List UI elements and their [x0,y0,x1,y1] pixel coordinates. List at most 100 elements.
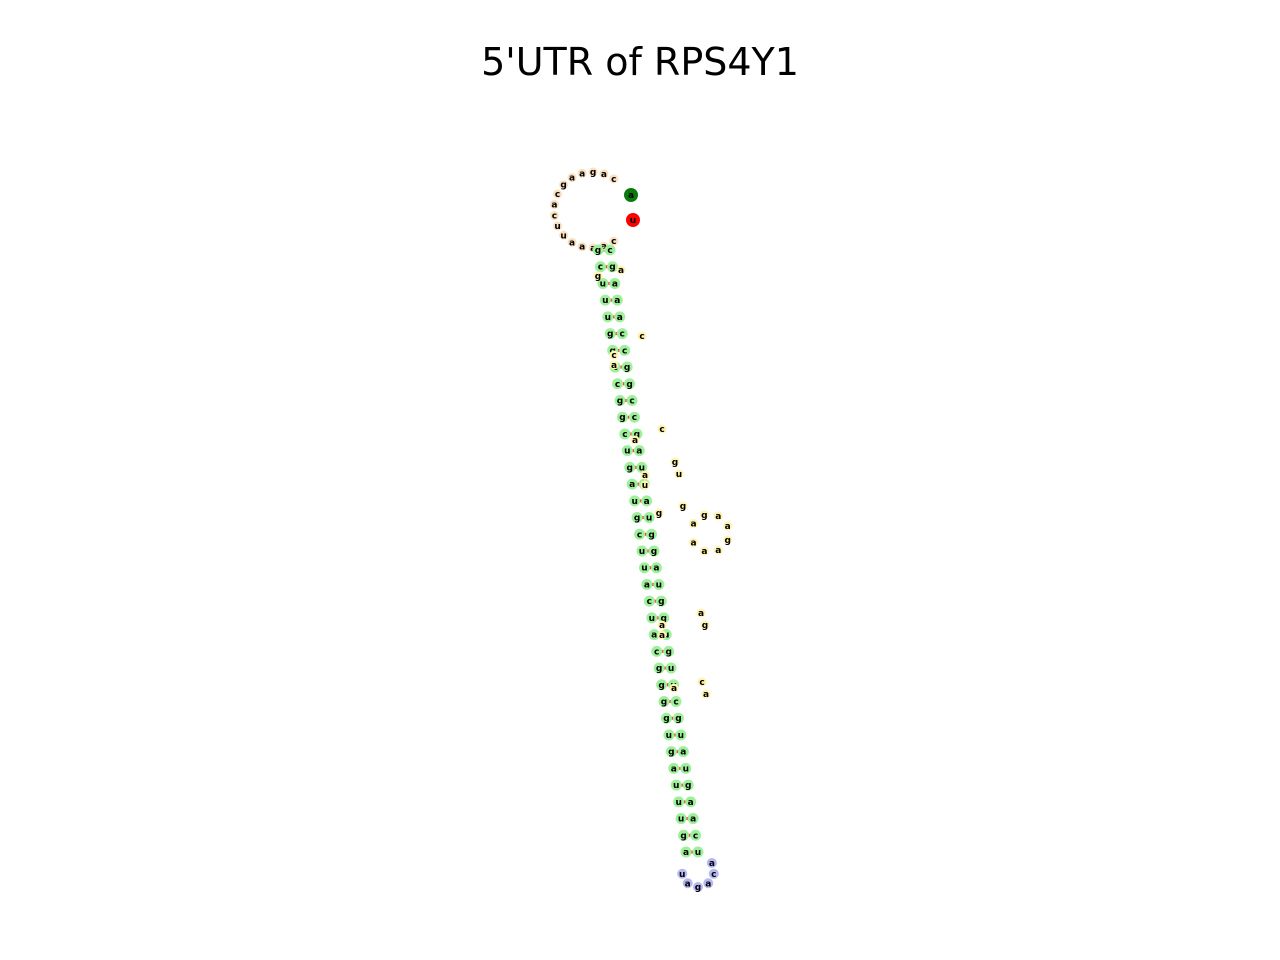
interior-loop-base: g [670,457,680,468]
interior-loop-base-dot [616,265,626,275]
exterior-loop-base-label: a [569,174,575,184]
interior-loop-base-dot [640,470,650,480]
interior-loop-base: a [616,265,626,276]
stem-base-right-label: g [651,547,657,557]
stem-base-left: g [660,712,672,724]
exterior-loop-base: u [553,221,563,232]
stem-base-left-label: u [602,296,608,306]
stem-base-right-label: c [622,346,627,356]
exterior-loop-base-label: a [551,200,557,210]
stem-base-left-label: a [683,848,689,858]
stem-base-left: a [680,846,692,858]
interior-loop-base-label: c [699,678,704,688]
stem-base-right: u [636,461,648,473]
side-loop-base-label: a [725,522,731,532]
stem-base-left-label: c [654,647,659,657]
stem-base-left: c [594,261,606,273]
stem-base-right: g [663,645,675,657]
stem-base-right-label: a [644,497,650,507]
exterior-loop-base-dot [567,173,577,183]
stem-base-right: u [653,578,665,590]
stem-base-right-label: c [632,413,637,423]
side-loop-base-dot [689,538,699,547]
stem-base-left-label: u [624,447,630,457]
interior-loop-base-dot [657,630,667,640]
stem-base-right-dot [614,311,626,323]
interior-loop-base-dot [701,689,711,699]
stem-base-right-label: a [690,815,696,825]
stem-base-left-dot [641,578,653,590]
stem-base-left-dot [675,813,687,825]
figure-title: 5'UTR of RPS4Y1 [481,40,799,84]
stem-base-right-dot [692,846,704,858]
stem-base-left-label: c [647,597,652,607]
interior-loop-base-label: g [702,621,708,631]
interior-loop-base: g [678,501,688,512]
stem-base-left: u [599,294,611,306]
interior-loop-base-dot [674,469,684,479]
stem-base-left-label: g [663,714,669,724]
stem-base-left-dot [634,528,646,540]
exterior-loop-base-dot [567,237,577,247]
side-loop-base-dot [699,546,709,556]
stem-base-right: g [648,545,660,557]
exterior-loop-base: u [559,230,569,241]
pair-bonds [602,248,694,854]
stem-base-left: u [663,729,675,741]
interior-loop-base-dot [657,424,667,434]
stem-base-right-dot [663,645,675,657]
three-prime-end: u [626,213,640,227]
interior-loop-base: u [640,480,650,491]
interior-loop-base-dot [609,360,619,370]
stem-base-left: c [619,428,631,440]
stem-base-left-dot [616,411,628,423]
stem-base-left-dot [629,495,641,507]
stem-base-left-dot [660,712,672,724]
stem-base-left-label: g [680,831,686,841]
stem-base-right-label: g [661,614,667,624]
exterior-loop-base-label: a [601,242,607,252]
stem-base-left-label: u [600,279,606,289]
hairpin-loop-base: a [703,878,714,889]
stem-base-right: c [690,829,702,841]
hairpin-loop-base-dot [703,878,714,889]
three-prime-end-dot [626,213,640,227]
interior-loop-base: c [697,677,707,688]
stem-base-right-label: g [609,263,615,273]
stem-base-left-label: u [649,614,655,624]
side-loop-base-dot [723,535,733,545]
five-prime-end: a [624,188,638,202]
side-loop-base-dot [713,545,723,555]
interior-loop-base-label: a [671,684,677,694]
stem-base-left: g [614,395,626,407]
stem-base-left-dot [626,478,638,490]
exterior-loop-base: a [599,169,609,180]
stem-base-left: g [604,328,616,340]
stem-base-left: a [668,762,680,774]
stem-base-right-dot [633,445,645,457]
hairpin-loop-base: c [708,868,719,880]
stem-base-right-label: c [629,397,634,407]
hairpin-loop-base: g [693,882,703,893]
three-prime-end-label: u [630,216,636,226]
stem-base-left: u [597,277,609,289]
stem-base-left-label: g [658,681,664,691]
stem-base-right: g [655,595,667,607]
hairpin-loop-base-label: c [711,870,716,880]
stem-base-right-label: c [693,831,698,841]
interior-loop-base-dot [609,350,619,360]
side-loop-base-dot [723,521,733,531]
exterior-loop-base: c [609,174,619,185]
interior-loop-base-label: c [611,351,616,361]
exterior-loop-base-dot [549,211,559,221]
stem-base-left: u [602,311,614,323]
hairpin-loop-base-label: a [685,879,691,889]
side-loop-base-label: a [691,539,697,549]
stem-base-left-label: u [641,564,647,574]
interior-loop-base-dot [678,501,688,511]
stem-base-right-dot [650,562,662,574]
stem-base-right-dot [604,244,616,256]
side-loop-base: a [713,545,723,556]
stem-base-right-dot [672,712,684,724]
side-loop-base-dot [689,519,699,528]
